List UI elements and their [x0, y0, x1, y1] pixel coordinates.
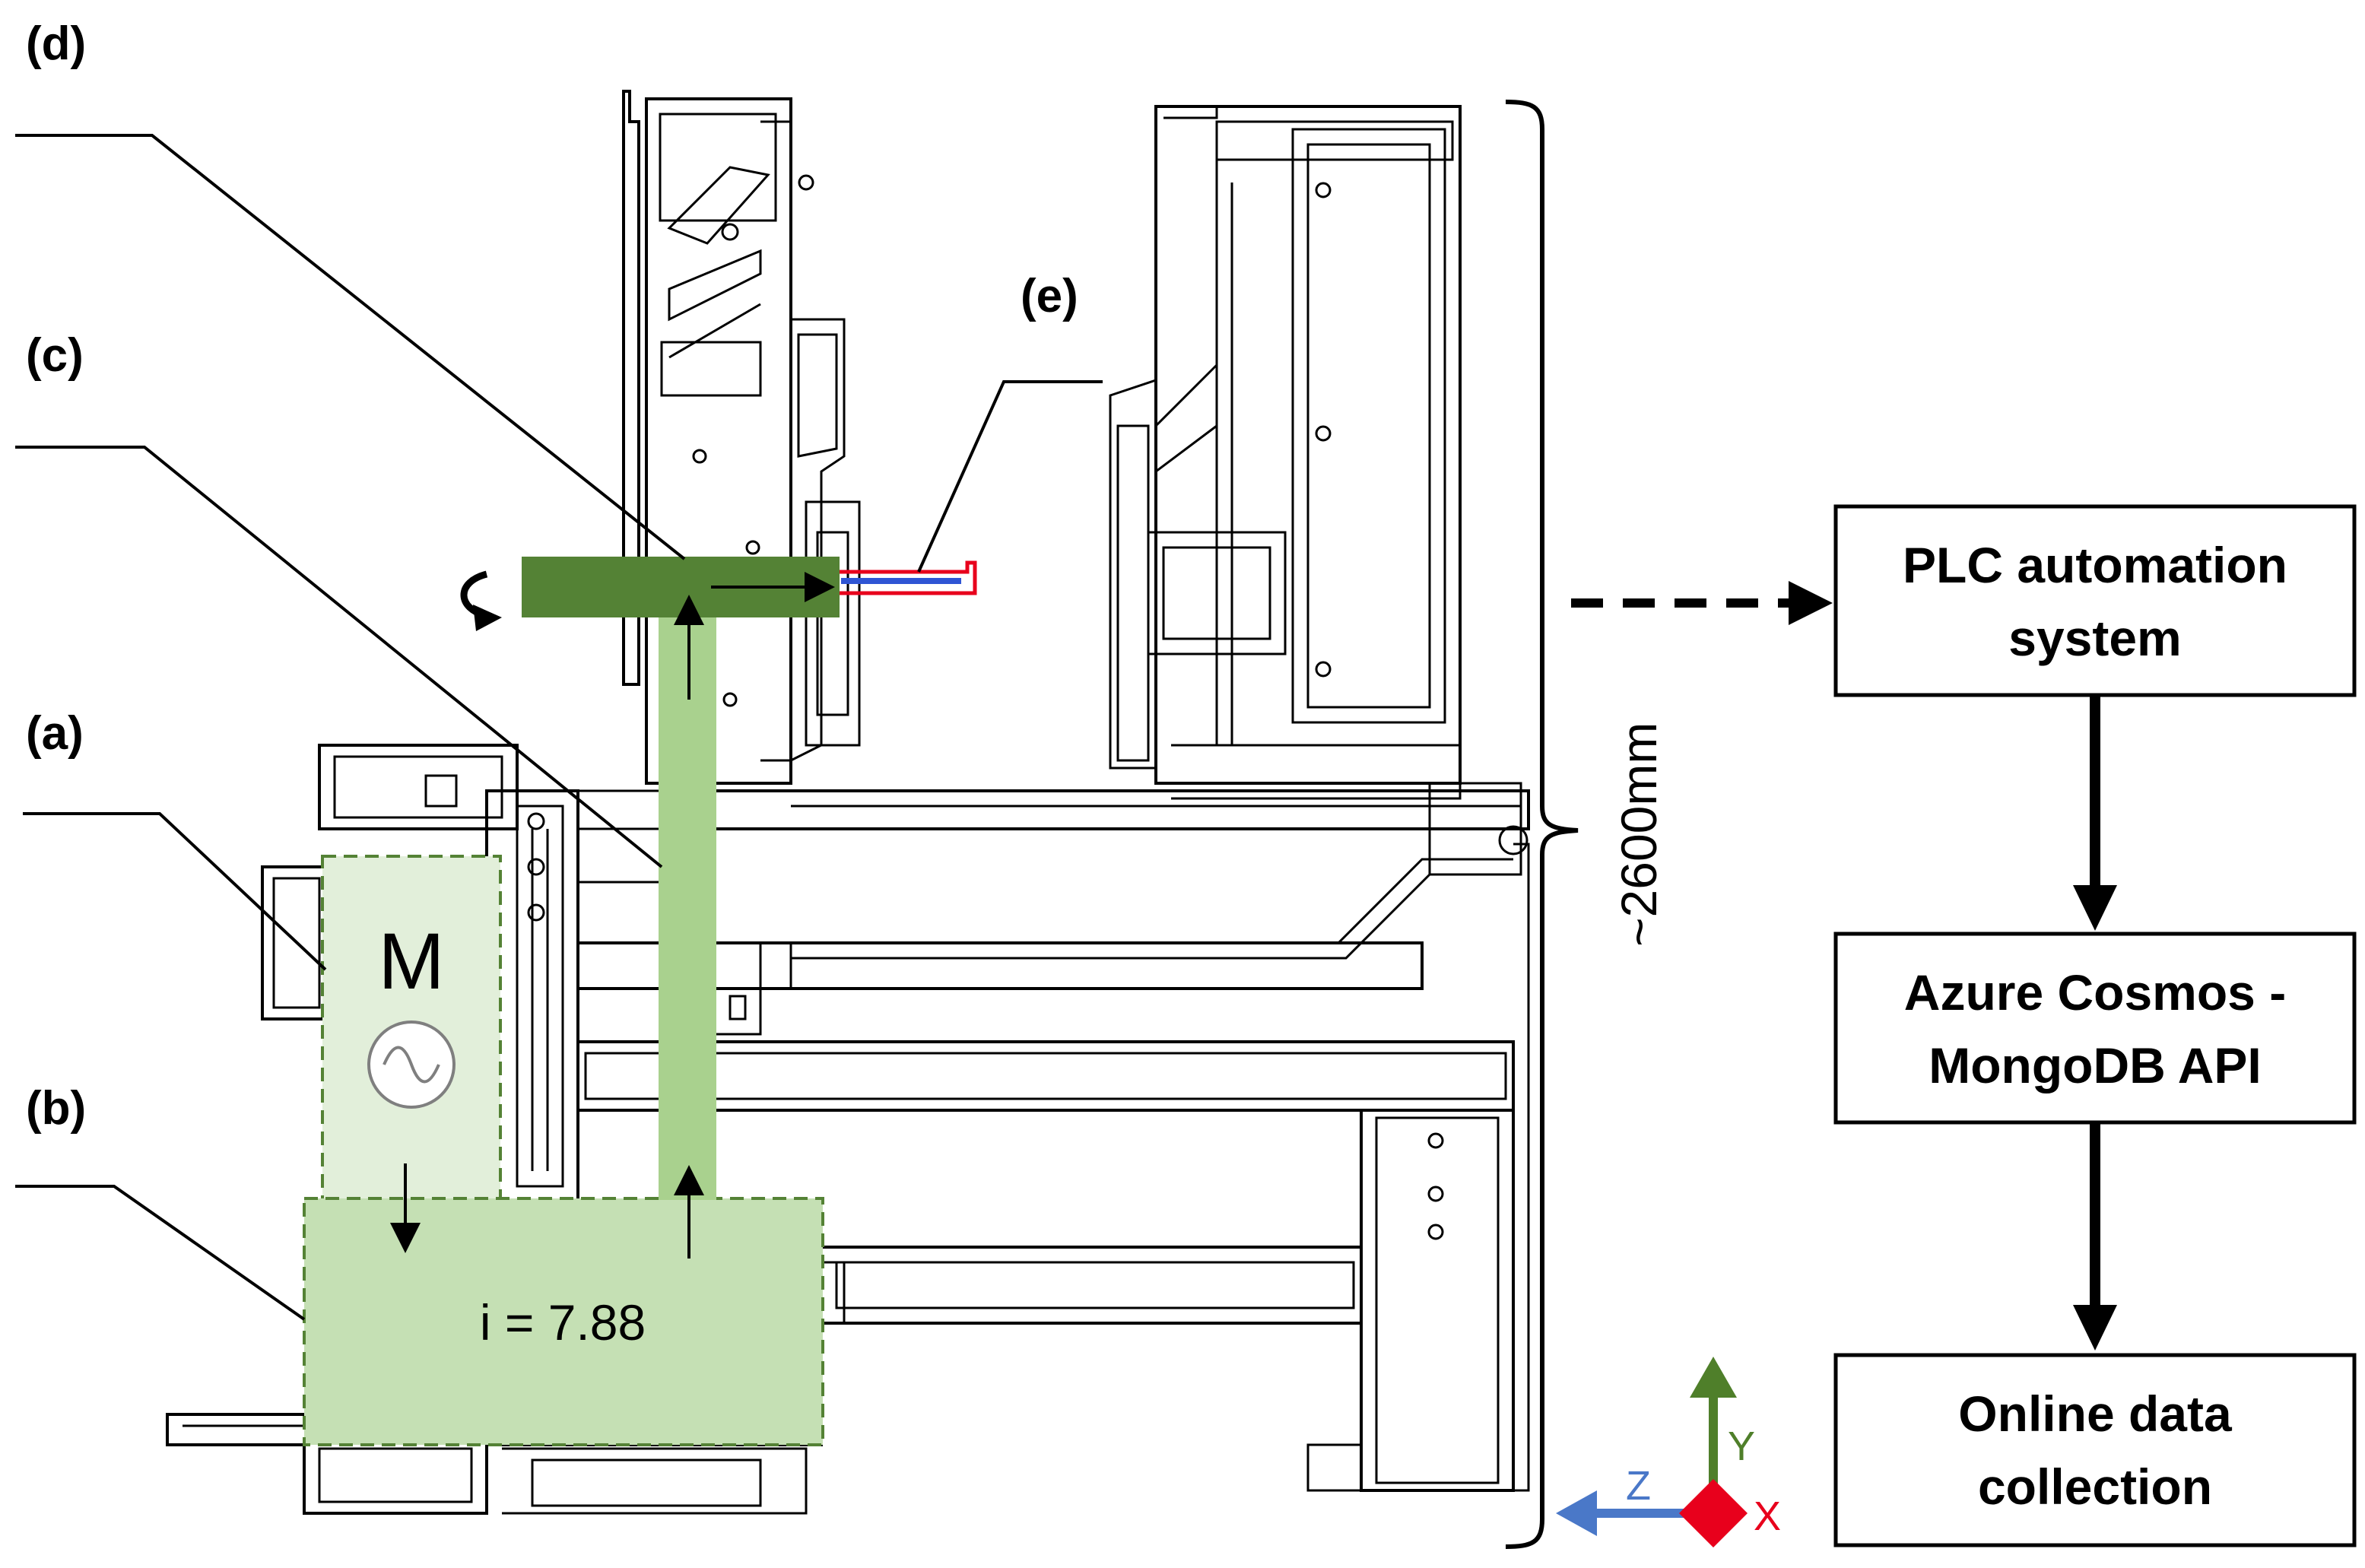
- ac-sine-icon: [367, 1020, 456, 1109]
- power-flow-arrows: [390, 572, 835, 1259]
- label-d: (d): [26, 17, 86, 70]
- axis-y-label: Y: [1728, 1424, 1755, 1469]
- flow-arrow-2: [2073, 1122, 2117, 1351]
- flow-box-online-line2: collection: [1978, 1458, 2212, 1515]
- flow-box-cosmos-line2: MongoDB API: [1929, 1037, 2261, 1093]
- flow-box-cosmos-line1: Azure Cosmos -: [1904, 964, 2286, 1020]
- dimension-label: ~2600mm: [1611, 722, 1667, 947]
- axis-z-label: Z: [1626, 1463, 1651, 1509]
- axis-x-label: X: [1754, 1493, 1781, 1539]
- flow-box-online-line1: Online data: [1958, 1385, 2233, 1442]
- leader-lines: [15, 134, 1103, 1321]
- coordinate-axes: [1556, 1357, 1748, 1547]
- dashed-link-arrow: [1571, 581, 1833, 625]
- gear-ratio: i = 7.88: [480, 1294, 646, 1351]
- probe-tool: [840, 560, 977, 595]
- rotation-arrow-icon: [460, 570, 502, 631]
- label-a: (a): [26, 707, 84, 760]
- flow-box-plc-line1: PLC automation: [1903, 537, 2287, 593]
- dimension-brace: [1505, 100, 1579, 1549]
- flow-arrow-1: [2073, 695, 2117, 931]
- flow-box-plc: PLC automation system: [1833, 504, 2357, 697]
- motor-symbol: M: [378, 917, 444, 1006]
- label-c: (c): [26, 329, 84, 382]
- label-b: (b): [26, 1082, 86, 1135]
- flow-box-cosmos: Azure Cosmos - MongoDB API: [1833, 932, 2357, 1125]
- flow-box-online: Online data collection: [1833, 1353, 2357, 1547]
- label-e: (e): [1021, 270, 1078, 322]
- flow-box-plc-line2: system: [2008, 610, 2182, 666]
